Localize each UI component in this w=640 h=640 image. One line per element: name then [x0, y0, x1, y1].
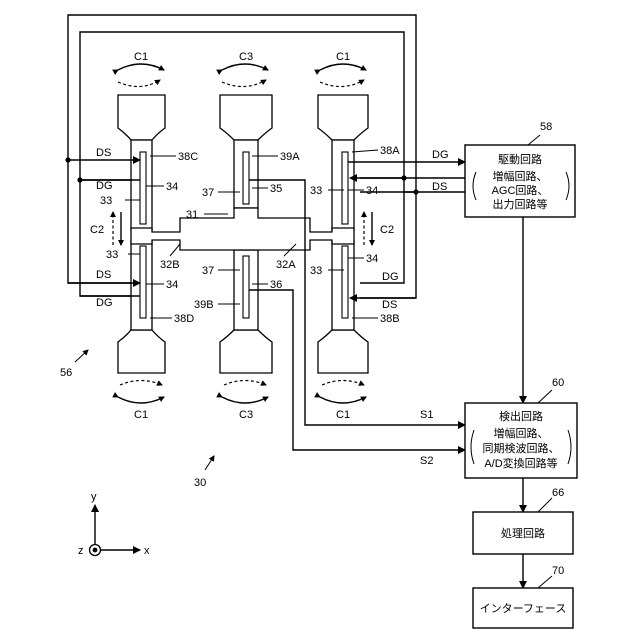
label-34-b: 34 — [366, 185, 378, 197]
label-38C: 38C — [178, 151, 198, 163]
label-34-c: 34 — [366, 253, 378, 265]
detect-line4: A/D変換回路等 — [484, 456, 557, 470]
drive-line4: 出力回路等 — [493, 197, 548, 211]
label-dg-right-bottom: DG — [382, 271, 399, 283]
label-60: 60 — [552, 377, 564, 389]
label-ds-right-top: DS — [432, 181, 447, 193]
interface-title: インターフェース — [480, 602, 567, 615]
label-39A: 39A — [280, 151, 300, 163]
label-37-a: 37 — [202, 187, 214, 199]
electrode-left-upper — [140, 152, 146, 224]
electrode-right-lower — [342, 246, 348, 318]
label-56: 56 — [60, 367, 72, 379]
label-36: 36 — [270, 279, 282, 291]
label-37-b: 37 — [202, 265, 214, 277]
label-c1-top-right: C1 — [336, 51, 350, 63]
label-33-c: 33 — [106, 249, 118, 261]
electrode-center-upper — [243, 152, 249, 204]
label-c2-left: C2 — [90, 224, 104, 236]
detect-title: 検出回路 — [499, 409, 543, 423]
mass-top-left — [118, 95, 165, 140]
detect-line3: 同期検波回路、 — [483, 441, 560, 455]
label-58: 58 — [540, 121, 552, 133]
process-title: 処理回路 — [501, 527, 545, 540]
label-dg-left-bottom: DG — [96, 297, 113, 309]
label-38A: 38A — [380, 145, 400, 157]
label-c3-bottom: C3 — [239, 409, 253, 421]
label-34-d: 34 — [166, 279, 178, 291]
drive-line3: AGC回路、 — [492, 184, 549, 197]
label-38B: 38B — [380, 313, 400, 325]
label-39B: 39B — [194, 299, 214, 311]
label-70: 70 — [552, 565, 564, 577]
label-dg-right-top: DG — [432, 149, 449, 161]
label-66: 66 — [552, 487, 564, 499]
label-33-b: 33 — [310, 185, 322, 197]
mass-top-center — [220, 95, 272, 140]
axis-z-label: z — [78, 545, 84, 557]
label-ds-left-bottom: DS — [96, 269, 111, 281]
label-35: 35 — [270, 183, 282, 195]
label-s1: S1 — [420, 409, 433, 421]
sensor-element — [118, 95, 368, 373]
detect-line2: 増幅回路、 — [494, 427, 549, 440]
label-dg-left-top: DG — [96, 180, 113, 192]
label-c1-bottom-left: C1 — [134, 409, 148, 421]
label-c2-right: C2 — [380, 224, 394, 236]
label-ds-left-top: DS — [96, 147, 111, 159]
label-32A: 32A — [276, 259, 296, 271]
label-c3-top: C3 — [239, 51, 253, 63]
electrode-left-lower — [140, 246, 146, 318]
electrode-center-lower — [243, 256, 249, 318]
label-38D: 38D — [174, 313, 194, 325]
base-frame — [131, 208, 354, 250]
coordinate-axes — [90, 505, 141, 556]
label-c1-top-left: C1 — [134, 51, 148, 63]
label-31: 31 — [186, 209, 198, 221]
drive-line2: 増幅回路、 — [493, 170, 548, 183]
label-s2: S2 — [420, 455, 433, 467]
drive-title: 駆動回路 — [498, 152, 542, 166]
axis-x-label: x — [144, 545, 150, 557]
mass-bottom-center — [220, 330, 272, 373]
mass-top-right — [318, 95, 368, 140]
label-33-a: 33 — [100, 195, 112, 207]
label-34-a: 34 — [166, 181, 178, 193]
label-30: 30 — [194, 477, 206, 489]
label-c1-bottom-right: C1 — [336, 409, 350, 421]
mass-bottom-left — [118, 330, 165, 373]
label-32B: 32B — [160, 259, 180, 271]
label-33-d: 33 — [310, 265, 322, 277]
mass-bottom-right — [318, 330, 368, 373]
label-ds-right-bottom: DS — [382, 299, 397, 311]
axis-y-label: y — [91, 491, 97, 503]
electrode-right-upper — [342, 152, 348, 224]
